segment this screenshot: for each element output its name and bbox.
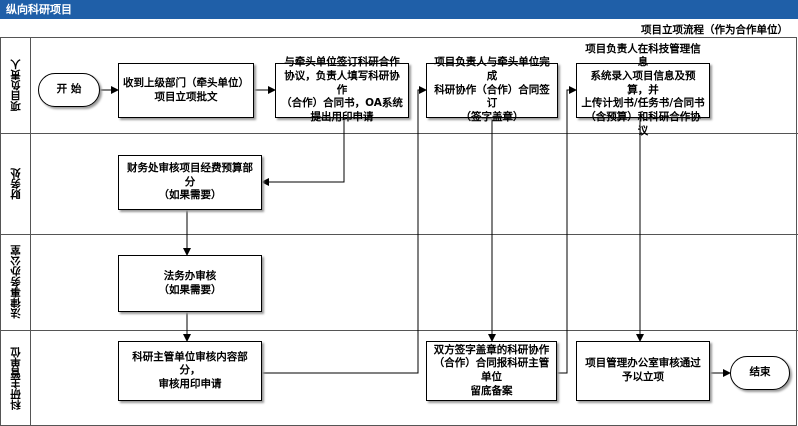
approval-node: 项目管理办公室审核通过 予以立项 — [576, 341, 710, 401]
sign-agreement-node: 与牵头单位签订科研合作 协议，负责人填写科研协作 （合作）合同书，OA系统 提出… — [275, 56, 409, 123]
arrow-filing-to-enter — [557, 86, 577, 374]
process-title: 项目立项流程（作为合作单位） — [641, 24, 788, 36]
complete-contract-node: 项目负责人与牵头单位完成 科研协作（合作）合同签订 （签字盖章） — [426, 56, 558, 123]
contract-filing-node: 双方签字盖章的科研协作 （合作）合同报科研主管单位 留底备案 — [426, 341, 557, 401]
admin-review-node: 科研主管单位审核内容部分， 审核用印申请 — [118, 341, 262, 401]
system-entry-node: 项目负责人在科技管理信息 系统录入项目信息及预算，并 上传计划书/任务书/合同书… — [576, 43, 710, 137]
lane-label-project-leader: 项目负责人 — [9, 58, 22, 112]
arrow-sign-to-finance — [261, 118, 345, 186]
lane-label-legal: 法律事务办公室 — [9, 245, 22, 319]
receive-approval-node: 收到上级部门（牵头单位） 项目立项批文 — [118, 63, 254, 118]
end-node: 结束 — [730, 356, 790, 390]
legal-review-node: 法务办审核 （如果需要） — [118, 255, 262, 312]
start-node: 开 始 — [38, 73, 100, 107]
lane-label-finance: 财务处 — [9, 167, 22, 200]
page-title-bar: 纵向科研项目 — [0, 0, 798, 19]
finance-review-node: 财务处审核项目经费预算部分 （如果需要） — [118, 155, 262, 210]
arrow-admin-to-complete — [262, 86, 427, 374]
lane-label-research-admin: 科研主管单位 — [9, 346, 22, 410]
